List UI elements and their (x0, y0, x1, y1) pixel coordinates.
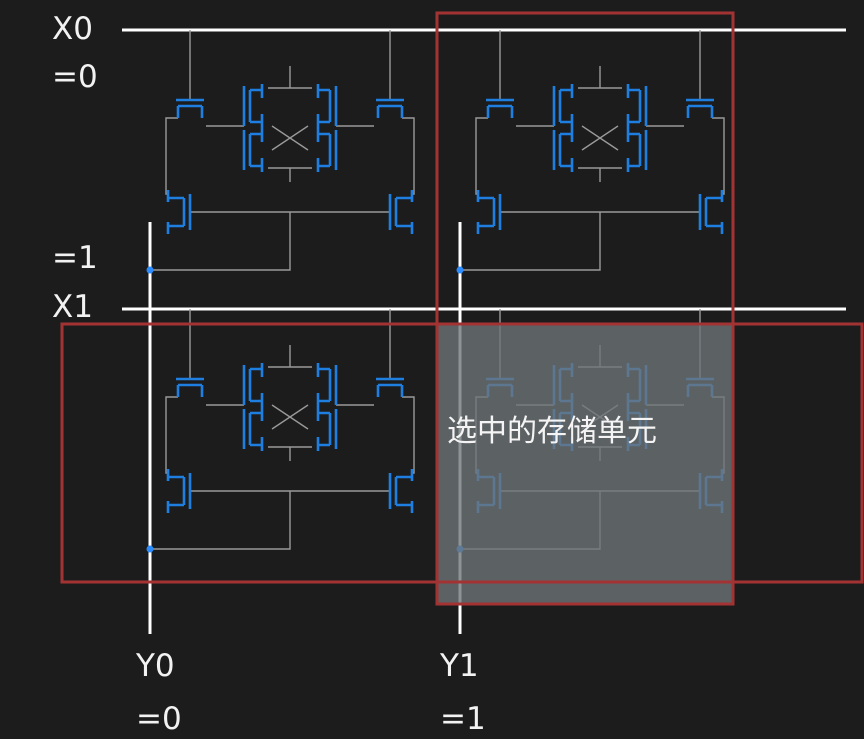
row-selection-box (60, 322, 864, 584)
column-label-y1: Y1 (440, 648, 479, 684)
column-selection-box (435, 11, 735, 606)
selected-cell-overlay (437, 324, 733, 604)
row-lines (122, 28, 846, 311)
row-value-x1: =1 (52, 240, 98, 276)
memory-cell-x0-y0 (145, 28, 416, 275)
row-label-x1: X1 (52, 289, 93, 325)
column-value-y0: =0 (136, 701, 182, 737)
column-value-y1: =1 (440, 701, 486, 737)
memory-cell-x0-y1 (455, 28, 726, 275)
row-value-x0: =0 (52, 59, 98, 95)
selected-cell-label: 选中的存储单元 (447, 414, 657, 449)
column-label-y0: Y0 (136, 648, 175, 684)
memory-cell-x1-y0 (145, 307, 416, 554)
row-label-x0: X0 (52, 11, 93, 47)
